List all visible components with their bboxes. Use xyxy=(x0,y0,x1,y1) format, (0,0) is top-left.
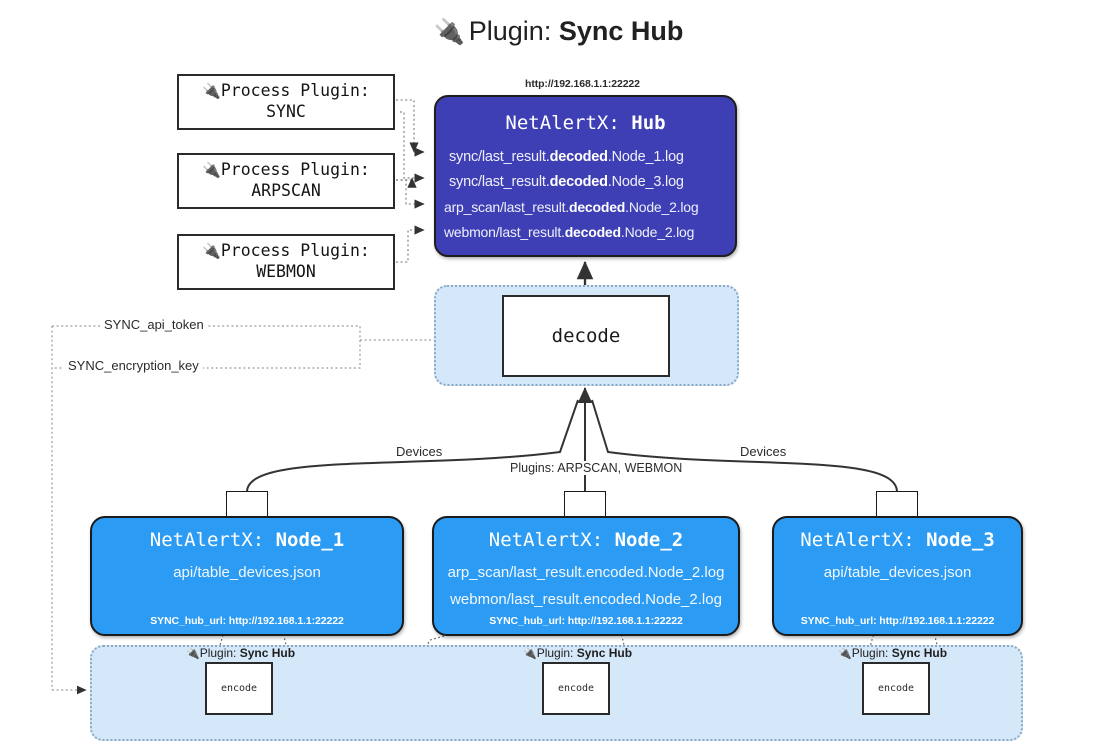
hub-log-row: sync/last_result.decoded.Node_3.log xyxy=(436,170,735,195)
log-prefix: webmon/last_result. xyxy=(444,224,565,240)
plugin-strip-label-3: 🔌Plugin: Sync Hub xyxy=(838,646,947,660)
encode-box-1[interactable]: encode xyxy=(205,662,273,715)
log-post: .Node_2.log xyxy=(620,224,695,240)
edge-label-plugins: Plugins: ARPSCAN, WEBMON xyxy=(506,461,687,475)
plugin-label-name: Sync Hub xyxy=(239,646,296,660)
node-footer: SYNC_hub_url: http://192.168.1.1:22222 xyxy=(800,615,995,627)
node-name: Node_2 xyxy=(614,529,684,551)
plugin-label-name: Sync Hub xyxy=(891,646,948,660)
hub-node[interactable]: NetAlertX: Hub sync/last_result.decoded.… xyxy=(434,95,737,257)
log-post: .Node_1.log xyxy=(607,149,684,165)
process-plugin-name: ARPSCAN xyxy=(251,181,321,200)
log-prefix: sync/last_result. xyxy=(449,149,550,165)
process-plugin-sync[interactable]: 🔌Process Plugin: SYNC xyxy=(177,74,395,130)
hub-log-row: arp_scan/last_result.decoded.Node_2.log xyxy=(436,195,735,220)
log-mid: decoded xyxy=(549,149,608,165)
node-name: Node_1 xyxy=(275,529,345,551)
log-prefix: sync/last_result. xyxy=(449,174,550,190)
node-line: webmon/last_result.encoded.Node_2.log xyxy=(450,591,722,608)
process-plugin-arpscan[interactable]: 🔌Process Plugin: ARPSCAN xyxy=(177,153,395,209)
encode-box-3[interactable]: encode xyxy=(862,662,930,715)
log-prefix: arp_scan/last_result. xyxy=(444,199,569,215)
electric-plug-icon: 🔌 xyxy=(202,242,221,261)
hub-log-row: sync/last_result.decoded.Node_1.log xyxy=(436,145,735,170)
electric-plug-icon: 🔌 xyxy=(186,648,200,660)
node-body: api/table_devices.json xyxy=(92,559,402,586)
electric-plug-icon: 🔌 xyxy=(838,648,852,660)
encode-box-2[interactable]: encode xyxy=(542,662,610,715)
edge-label-devices-right: Devices xyxy=(736,444,791,459)
page-title-label: Plugin: xyxy=(468,16,552,46)
node-line: api/table_devices.json xyxy=(823,564,972,581)
hub-heading: NetAlertX: Hub xyxy=(436,112,735,134)
node-footer: SYNC_hub_url: http://192.168.1.1:22222 xyxy=(150,615,344,627)
node-name: Node_3 xyxy=(926,529,995,551)
electric-plug-icon: 🔌 xyxy=(433,18,465,46)
edge-label-devices-left: Devices xyxy=(392,444,447,459)
process-plugin-webmon[interactable]: 🔌Process Plugin: WEBMON xyxy=(177,234,395,290)
electric-plug-icon: 🔌 xyxy=(202,82,221,101)
plugin-strip-label-2: 🔌Plugin: Sync Hub xyxy=(523,646,632,660)
log-mid: decoded xyxy=(568,199,626,215)
hub-log-list: sync/last_result.decoded.Node_1.log sync… xyxy=(436,145,735,245)
process-plugin-name: WEBMON xyxy=(256,262,316,281)
plugin-label-text: Plugin: xyxy=(199,646,237,660)
plugin-label-text: Plugin: xyxy=(851,646,889,660)
plugin-strip-label-1: 🔌Plugin: Sync Hub xyxy=(186,646,295,660)
node-prefix: NetAlertX: xyxy=(800,529,915,551)
plugin-label-text: Plugin: xyxy=(536,646,574,660)
node-node-3[interactable]: NetAlertX: Node_3 api/table_devices.json… xyxy=(772,516,1023,636)
hub-prefix: NetAlertX: xyxy=(505,112,620,134)
log-post: .Node_2.log xyxy=(625,199,699,215)
electric-plug-icon: 🔌 xyxy=(523,648,537,660)
node-line: api/table_devices.json xyxy=(173,564,321,581)
hub-name: Hub xyxy=(631,112,666,134)
node-node-2[interactable]: NetAlertX: Node_2 arp_scan/last_result.e… xyxy=(432,516,740,636)
hub-url-label: http://192.168.1.1:22222 xyxy=(525,78,640,90)
log-mid: decoded xyxy=(549,174,608,190)
page-title-name: Sync Hub xyxy=(558,16,684,46)
node-heading: NetAlertX: Node_2 xyxy=(434,529,738,551)
node-body: api/table_devices.json xyxy=(774,559,1021,586)
process-plugin-title: Process Plugin: xyxy=(220,81,370,101)
log-mid: decoded xyxy=(564,224,621,240)
node-body: arp_scan/last_result.encoded.Node_2.log … xyxy=(434,559,738,613)
node-prefix: NetAlertX: xyxy=(488,529,604,551)
page-title: 🔌Plugin: Sync Hub xyxy=(0,16,1117,47)
log-post: .Node_3.log xyxy=(607,174,684,190)
electric-plug-icon: 🔌 xyxy=(202,161,221,180)
plugin-label-name: Sync Hub xyxy=(576,646,633,660)
process-plugin-title: Process Plugin: xyxy=(220,241,370,261)
node-footer: SYNC_hub_url: http://192.168.1.1:22222 xyxy=(489,615,683,627)
node-heading: NetAlertX: Node_3 xyxy=(774,529,1021,551)
node-node-1[interactable]: NetAlertX: Node_1 api/table_devices.json… xyxy=(90,516,404,636)
decode-box[interactable]: decode xyxy=(502,295,670,377)
hub-log-row: webmon/last_result.decoded.Node_2.log xyxy=(436,220,735,245)
process-plugin-name: SYNC xyxy=(266,102,306,121)
secret-label-encryption-key: SYNC_encryption_key xyxy=(64,358,203,373)
node-heading: NetAlertX: Node_1 xyxy=(92,529,402,551)
node-prefix: NetAlertX: xyxy=(149,529,265,551)
secret-label-api-token: SYNC_api_token xyxy=(100,317,208,332)
process-plugin-title: Process Plugin: xyxy=(220,160,370,180)
node-line: arp_scan/last_result.encoded.Node_2.log xyxy=(447,564,725,581)
